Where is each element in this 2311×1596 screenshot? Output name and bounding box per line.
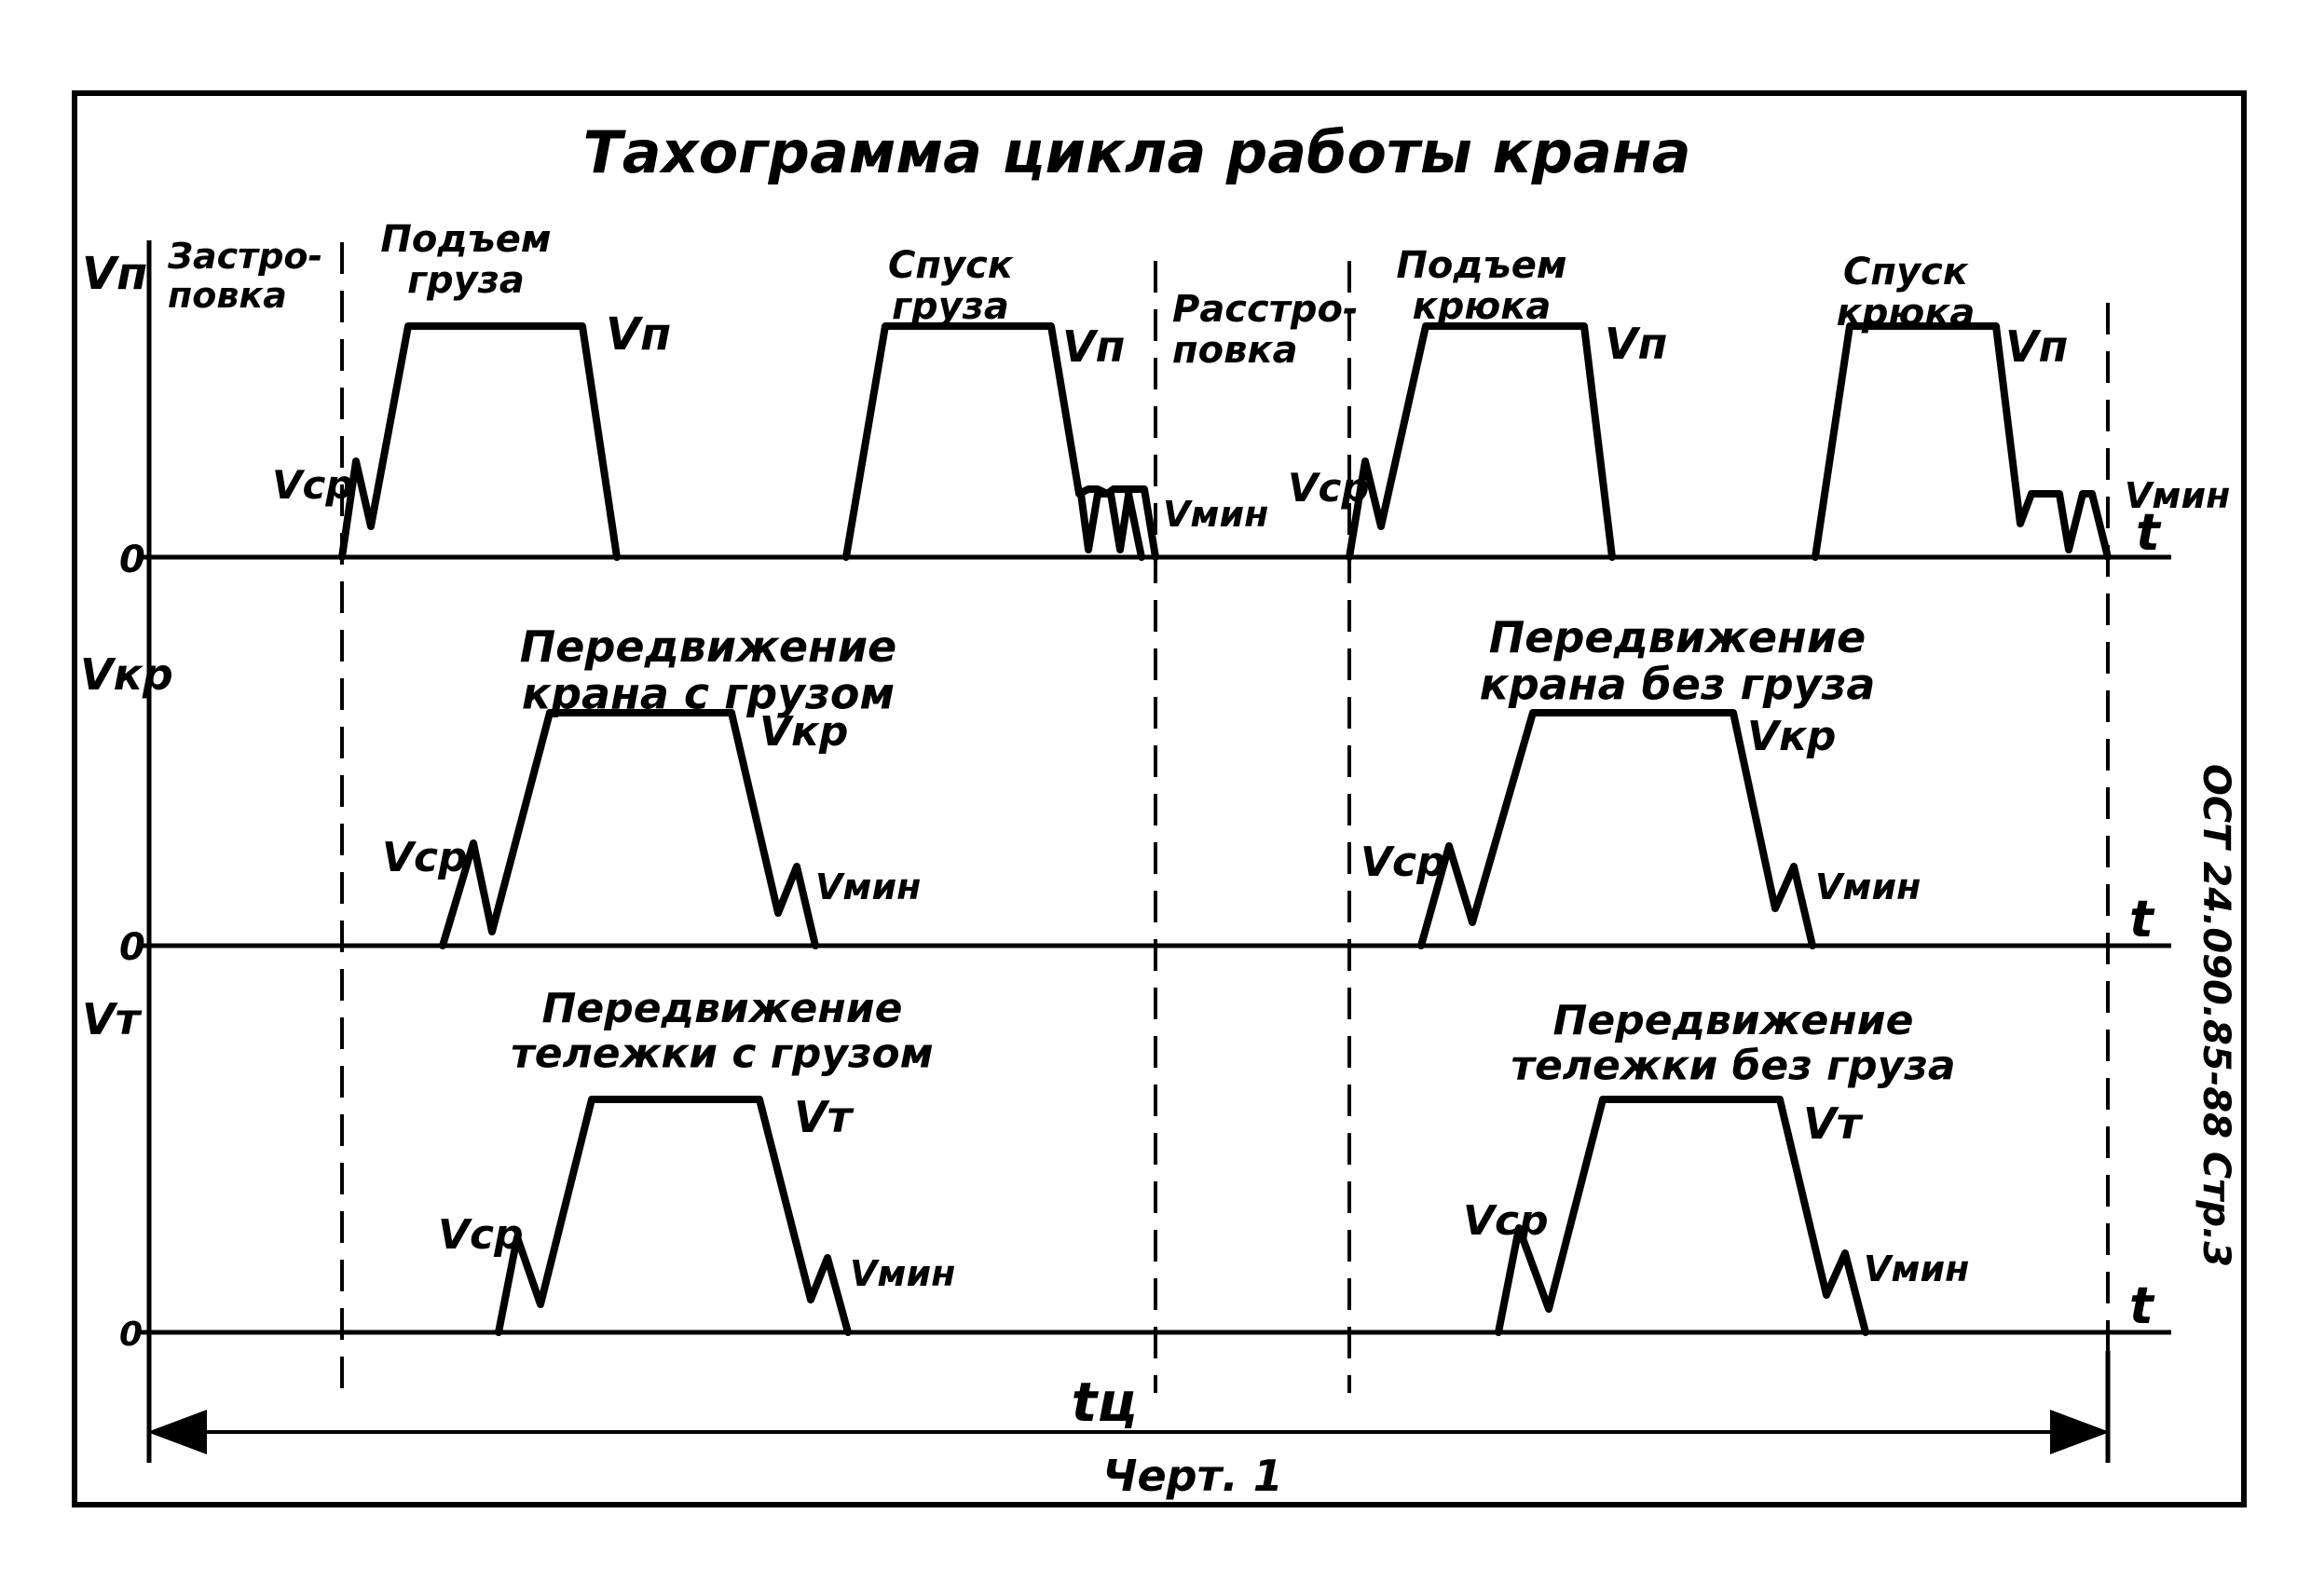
hoist-curve-lower-hook: [1812, 322, 2112, 561]
phase-label-line: Расстро-: [1172, 288, 1359, 331]
document-stamp: ОСТ 24.090.85-88 Стр.3: [2195, 764, 2237, 1267]
phase-label-line: груза: [407, 259, 525, 302]
phase-label-line: Передвижение: [1489, 612, 1867, 662]
trolley-curve-label: Vср: [1463, 1197, 1549, 1245]
phase-label-unslinging: Расстро-повка: [1172, 288, 1359, 372]
crane-zero-label: 0: [119, 926, 145, 969]
crane-curve-loaded: [439, 709, 819, 949]
phase-label-line: повка: [1172, 329, 1298, 372]
hoist-curve-lower-load: [842, 322, 1145, 561]
crane-axis-label: Vкр: [80, 649, 173, 700]
phase-label-line: повка: [168, 275, 287, 316]
crane-curve-label: Vмин: [815, 866, 921, 907]
crane-curve-label: Vср: [1361, 839, 1446, 886]
hoist-curve-label: Vп: [1605, 319, 1667, 369]
phase-label-line: крюка: [1413, 285, 1552, 328]
phase-label-line: Спуск: [888, 244, 1014, 287]
hoist-curve-label: Vср: [272, 462, 353, 508]
hoist-curve-label: Vмин: [2125, 475, 2230, 516]
hoist-t-label: t: [2136, 503, 2162, 562]
phase-label-line: Передвижение: [1553, 997, 1914, 1044]
crane-curve-empty: [1417, 709, 1816, 949]
hoist-curve-label: Vср: [1288, 465, 1369, 511]
crane-curve-label: Vкр: [1747, 713, 1836, 760]
figure-caption: Черт. 1: [1102, 1451, 1282, 1501]
hoist-axis-label: Vп: [82, 248, 147, 300]
hoist-curve-label: Vп: [606, 308, 671, 361]
crane-curve-label: Vкр: [759, 708, 848, 756]
phase-label-line: груза: [892, 285, 1009, 328]
phase-label-line: Застро-: [167, 236, 322, 277]
phase-label-line: Спуск: [1843, 251, 1969, 293]
trolley-zero-label: 0: [119, 1316, 143, 1354]
crane-curve-label: Vср: [382, 834, 468, 881]
hoist-curve-lift-load: [338, 322, 621, 561]
drawing-frame: [72, 90, 2247, 1507]
phase-label-line: Подъем: [380, 218, 551, 261]
phase-label-line: Передвижение: [542, 985, 903, 1032]
trolley-curve-label: Vт: [1803, 1098, 1864, 1149]
hoist-curve-label: Vмин: [1163, 494, 1268, 535]
phase-label-line: тележки без груза: [1511, 1042, 1955, 1089]
phase-label-line: крана без груза: [1480, 660, 1876, 710]
hoist-zero-label: 0: [119, 539, 145, 581]
trolley-curve-label: Vср: [438, 1211, 524, 1259]
trolley-curve-empty: [1495, 1096, 1869, 1336]
hoist-curve-label: Vп: [1062, 321, 1125, 372]
phase-label-line: тележки с грузом: [511, 1030, 934, 1077]
trolley-t-label: t: [2129, 1276, 2155, 1335]
crane-t-label: t: [2129, 890, 2155, 948]
trolley-curve-label: Vмин: [850, 1253, 955, 1294]
hoist-curve-lift-hook: [1346, 322, 1616, 561]
phase-label-line: Подъем: [1396, 244, 1566, 287]
hoist-curve-label: Vп: [2005, 321, 2068, 372]
cycle-time-label: tц: [1072, 1371, 1138, 1434]
hoist-curve-lower-load-tail: [1077, 485, 1159, 561]
trolley-axis-label: Vт: [82, 994, 143, 1044]
trolley-curve-loaded: [495, 1096, 852, 1336]
phase-label-slinging: Застро-повка: [167, 236, 322, 316]
trolley-curve-label: Vмин: [1864, 1248, 1969, 1289]
phase-label-line: Передвижение: [520, 621, 897, 672]
crane-curve-label: Vмин: [1815, 866, 1921, 907]
trolley-curve-label: Vт: [794, 1092, 855, 1142]
drawing-title: Тахограмма цикла работы крана: [582, 118, 1690, 186]
